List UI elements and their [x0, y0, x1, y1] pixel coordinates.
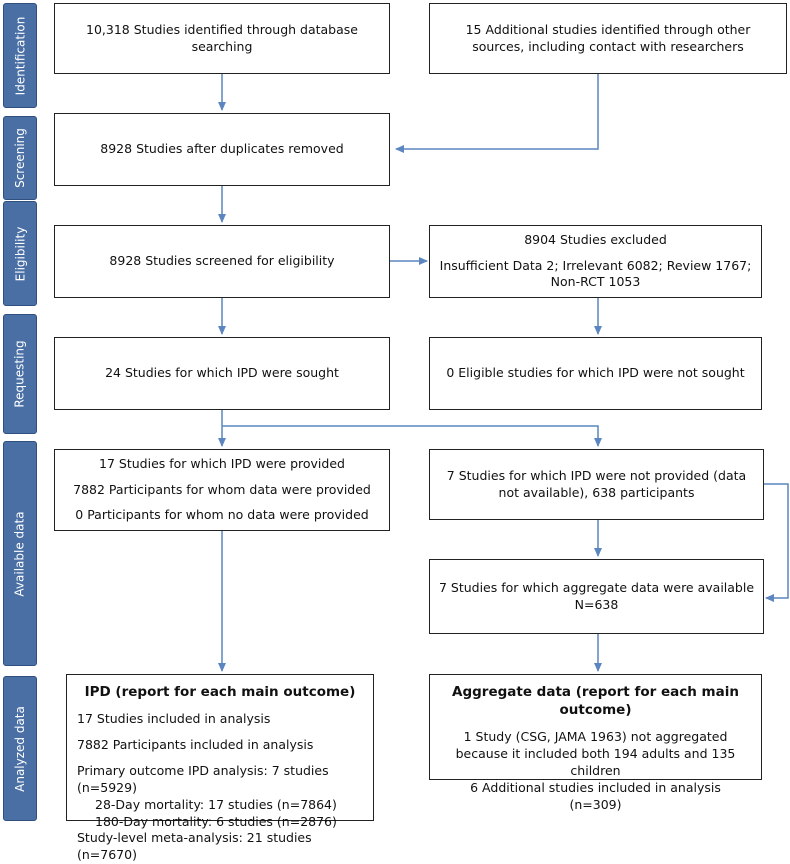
box-aggregate-available: 7 Studies for which aggregate data were …	[429, 559, 764, 634]
box-database-search: 10,318 Studies identified through databa…	[54, 3, 390, 74]
ipd-provided-studies: 17 Studies for which IPD were provided	[99, 455, 345, 471]
box-ipd-analysis: IPD (report for each main outcome) 17 St…	[66, 674, 374, 862]
prisma-flow-diagram: Identification Screening Eligibility Req…	[3, 3, 789, 862]
duplicates-removed-text: 8928 Studies after duplicates removed	[100, 141, 344, 157]
excluded-detail: Insufficient Data 2; Irrelevant 6082; Re…	[439, 257, 752, 290]
stage-label-analyzed-data: Analyzed data	[3, 676, 37, 821]
ipd-no-data-participants: 0 Participants for whom no data were pro…	[75, 507, 369, 523]
screened-text: 8928 Studies screened for eligibility	[109, 253, 335, 269]
arrow-sought-to-not-provided	[222, 425, 602, 447]
aggregate-not-aggregated-study: 1 Study (CSG, JAMA 1963) not aggregated …	[455, 729, 736, 779]
ipd-28-day-mortality: 28-Day mortality: 17 studies (n=7864)	[95, 796, 337, 812]
stage-label-screening: Screening	[3, 116, 37, 200]
box-duplicates-removed: 8928 Studies after duplicates removed	[54, 113, 390, 186]
stage-label-requesting: Requesting	[3, 314, 37, 434]
box-excluded: 8904 Studies excluded Insufficient Data …	[429, 225, 762, 298]
aggregate-available-n: N=638	[574, 596, 619, 612]
box-ipd-not-sought: 0 Eligible studies for which IPD were no…	[429, 337, 762, 410]
ipd-180-day-mortality: 180-Day mortality: 6 studies (n=2876)	[95, 813, 337, 829]
ipd-not-sought-text: 0 Eligible studies for which IPD were no…	[446, 365, 745, 381]
ipd-studies-included: 17 Studies included in analysis	[77, 711, 271, 727]
aggregate-analysis-title: Aggregate data (report for each main out…	[452, 684, 739, 719]
stage-label-eligibility: Eligibility	[3, 201, 37, 306]
arrow-not-provided-loop	[764, 483, 789, 602]
ipd-participants-included: 7882 Participants included in analysis	[77, 737, 314, 753]
aggregate-available-studies: 7 Studies for which aggregate data were …	[438, 579, 755, 595]
ipd-not-provided-text: 7 Studies for which IPD were not provide…	[446, 467, 747, 500]
box-ipd-sought: 24 Studies for which IPD were sought	[54, 337, 390, 410]
ipd-sought-text: 24 Studies for which IPD were sought	[105, 365, 339, 381]
ipd-provided-participants: 7882 Participants for whom data were pro…	[73, 481, 371, 497]
box-ipd-provided: 17 Studies for which IPD were provided 7…	[54, 449, 390, 531]
database-search-text: 10,318 Studies identified through databa…	[86, 21, 358, 54]
ipd-analysis-title: IPD (report for each main outcome)	[84, 684, 356, 700]
box-screened: 8928 Studies screened for eligibility	[54, 225, 390, 298]
stage-label-identification: Identification	[3, 3, 37, 108]
box-aggregate-analysis: Aggregate data (report for each main out…	[429, 674, 762, 812]
excluded-title: 8904 Studies excluded	[524, 231, 667, 247]
ipd-study-level-meta-analysis: Study-level meta-analysis: 21 studies (n…	[77, 830, 312, 863]
box-ipd-not-provided: 7 Studies for which IPD were not provide…	[429, 449, 764, 520]
aggregate-n: (n=309)	[569, 796, 622, 812]
arrow-other-to-dedup	[395, 74, 599, 153]
ipd-primary-outcome: Primary outcome IPD analysis: 7 studies …	[77, 762, 329, 795]
stage-label-available-data: Available data	[3, 441, 37, 666]
connector-arrows	[218, 74, 789, 672]
box-other-sources: 15 Additional studies identified through…	[429, 3, 787, 74]
other-sources-text: 15 Additional studies identified through…	[465, 21, 751, 54]
aggregate-additional-studies: 6 Additional studies included in analysi…	[470, 780, 721, 796]
